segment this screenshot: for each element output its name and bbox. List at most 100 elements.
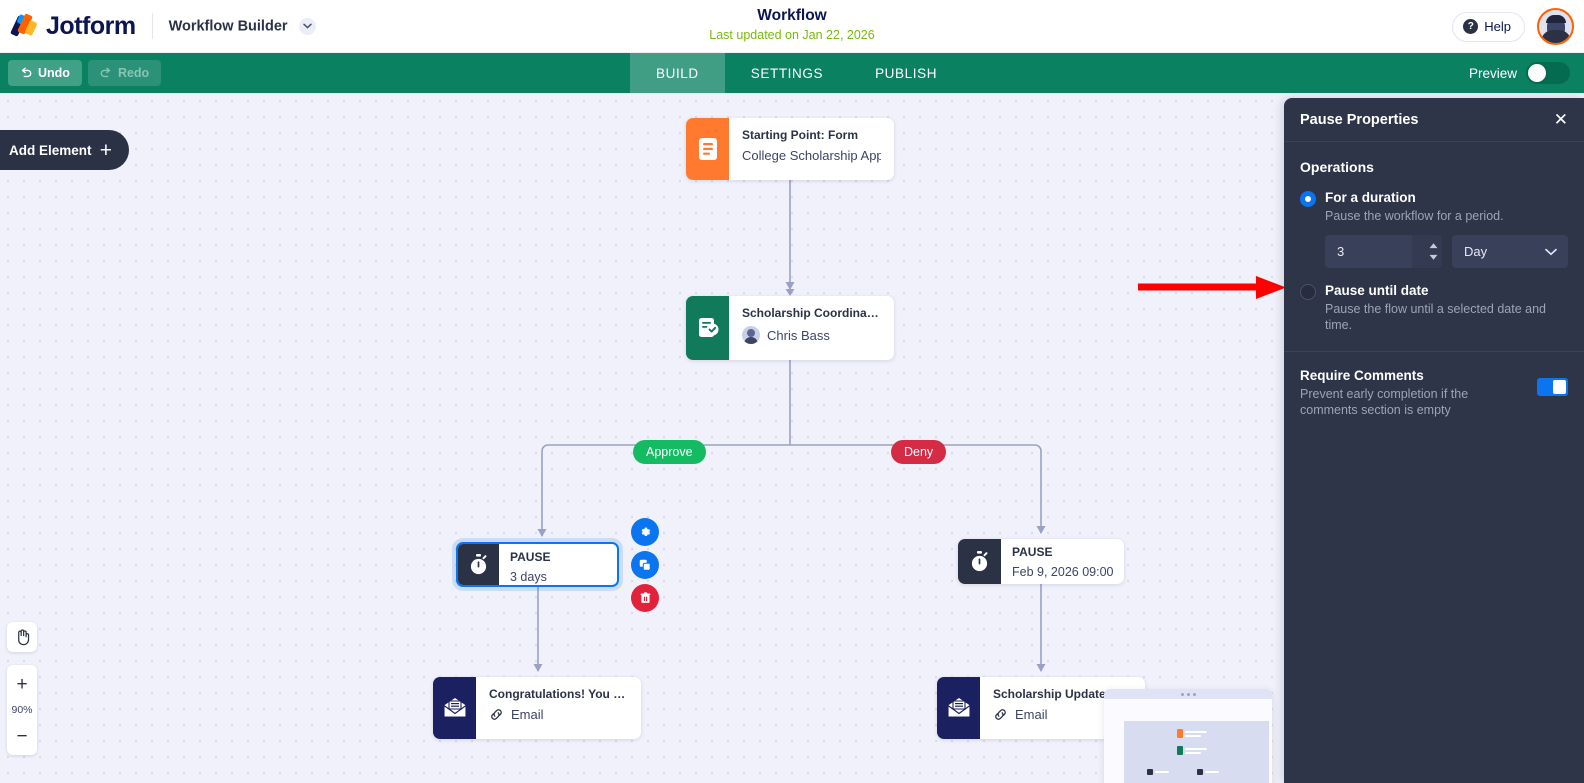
require-comments-row: Require Comments Prevent early completio… [1284, 352, 1584, 418]
jotform-logo-icon [10, 13, 38, 39]
node-duplicate-button[interactable] [631, 551, 659, 579]
pan-tool-button[interactable] [7, 622, 37, 652]
tab-publish[interactable]: PUBLISH [875, 65, 938, 81]
option-for-a-duration[interactable]: For a duration Pause the workflow for a … [1300, 189, 1568, 224]
option-label: For a duration [1325, 190, 1416, 205]
panel-title: Pause Properties [1300, 111, 1419, 128]
require-comments-title: Require Comments [1300, 368, 1424, 383]
node-delete-button[interactable] [631, 584, 659, 612]
node-pause-until-date[interactable]: PAUSE Feb 9, 2026 09:00 [958, 539, 1124, 584]
avatar[interactable] [1537, 8, 1574, 45]
preview-toggle[interactable] [1526, 62, 1570, 84]
node-subtitle: Feb 9, 2026 09:00 [1012, 565, 1113, 579]
duration-unit-select[interactable]: Day [1452, 235, 1568, 268]
hand-icon [17, 629, 29, 646]
branch-label-deny[interactable]: Deny [891, 440, 947, 464]
node-content: Scholarship Update Email [980, 677, 1145, 739]
minimap-viewport [1124, 721, 1269, 783]
require-comments-toggle[interactable] [1537, 378, 1568, 396]
tab-settings[interactable]: SETTINGS [750, 65, 824, 81]
plus-icon: + [99, 138, 112, 162]
option-description: Pause the workflow for a period. [1325, 209, 1504, 223]
node-title: PAUSE [510, 550, 551, 564]
node-settings-button[interactable] [631, 518, 659, 546]
node-content: PAUSE 3 days [499, 544, 617, 585]
envelope-icon [937, 677, 980, 739]
node-content: Starting Point: Form College Scholarship… [729, 118, 894, 180]
connector-edges [533, 180, 1046, 672]
product-switcher[interactable]: Workflow Builder [168, 17, 316, 35]
zoom-in-button[interactable]: + [16, 673, 28, 695]
link-icon [995, 709, 1006, 720]
gear-icon [641, 527, 651, 536]
undo-label: Undo [38, 66, 70, 80]
zoom-level-label: 90% [11, 704, 33, 716]
option-pause-until-date[interactable]: Pause until date Pause the flow until a … [1300, 282, 1568, 333]
operations-section: Operations For a duration Pause the work… [1284, 142, 1584, 333]
node-pause-duration[interactable]: PAUSE 3 days [456, 542, 619, 587]
chevron-down-icon [1545, 248, 1557, 255]
minimap[interactable] [1104, 689, 1272, 783]
question-circle-icon: ? [1463, 19, 1479, 34]
envelope-icon [433, 677, 476, 739]
minimap-node [1177, 729, 1207, 738]
right-arrow-annotation [1138, 276, 1286, 299]
assignee-name: Chris Bass [767, 327, 830, 343]
preview-label: Preview [1468, 65, 1517, 81]
duration-unit-value: Day [1464, 244, 1488, 259]
minimap-node [1147, 769, 1169, 775]
node-title: PAUSE [1012, 545, 1053, 559]
top-bar: Jotform Workflow Builder Workflow Last u… [0, 0, 1584, 53]
duration-value-input[interactable]: 3 [1325, 235, 1442, 268]
copy-icon [639, 559, 651, 571]
node-channel: Email [993, 707, 1132, 722]
radio-for-a-duration[interactable] [1300, 191, 1316, 207]
redo-button[interactable]: Redo [87, 60, 162, 86]
radio-pause-until-date[interactable] [1300, 284, 1316, 300]
node-content: PAUSE Feb 9, 2026 09:00 [1001, 539, 1124, 584]
option-description: Pause the flow until a selected date and… [1325, 302, 1546, 332]
option-label: Pause until date [1325, 283, 1429, 298]
brand-name: Jotform [46, 11, 136, 40]
redo-arrow-icon [100, 67, 111, 78]
node-email-congratulations[interactable]: Congratulations! You got the ... Email [433, 677, 641, 739]
panel-divider [1284, 351, 1584, 352]
assignee-avatar [742, 326, 760, 344]
chevron-down-icon[interactable] [298, 17, 316, 35]
add-element-button[interactable]: Add Element + [0, 130, 129, 170]
node-assignee: Chris Bass [742, 326, 881, 344]
node-title: Starting Point: Form [742, 128, 858, 142]
nav-tabs: BUILD SETTINGS PUBLISH [630, 53, 963, 93]
brand-divider [151, 13, 153, 39]
zoom-controls: + 90% − [7, 665, 37, 755]
tab-build[interactable]: BUILD [630, 53, 725, 93]
preview-group: Preview [1469, 62, 1570, 84]
close-icon[interactable]: ✕ [1553, 110, 1568, 129]
redo-label: Redo [117, 66, 150, 80]
require-comments-description: Prevent early completion if the comments… [1300, 387, 1469, 417]
undo-redo-group: Undo Redo [0, 60, 162, 86]
duration-value: 3 [1337, 244, 1345, 259]
help-button[interactable]: ? Help [1452, 11, 1525, 42]
trash-icon [640, 592, 650, 603]
node-title: Congratulations! You got the ... [489, 687, 628, 701]
zoom-out-button[interactable]: − [16, 725, 28, 747]
approval-clipboard-icon [686, 296, 729, 360]
stopwatch-icon [958, 539, 1001, 584]
node-subtitle: 3 days [510, 570, 547, 584]
duration-controls: 3 Day [1325, 235, 1568, 268]
node-scholarship-coordinator[interactable]: Scholarship Coordinator Chris Bass [686, 296, 894, 360]
branch-label-approve[interactable]: Approve [633, 440, 706, 464]
product-label: Workflow Builder [168, 17, 288, 34]
pause-properties-panel: Pause Properties ✕ Operations For a dura… [1284, 98, 1584, 783]
node-channel: Email [489, 707, 628, 722]
spinner-arrows-icon[interactable] [1412, 235, 1442, 268]
stopwatch-icon [458, 544, 499, 585]
channel-label: Email [1015, 707, 1048, 722]
minimap-node [1197, 769, 1219, 775]
minimap-header [1104, 689, 1272, 699]
node-starting-point-form[interactable]: Starting Point: Form College Scholarship… [686, 118, 894, 180]
form-document-icon [686, 118, 729, 180]
undo-button[interactable]: Undo [8, 60, 82, 86]
